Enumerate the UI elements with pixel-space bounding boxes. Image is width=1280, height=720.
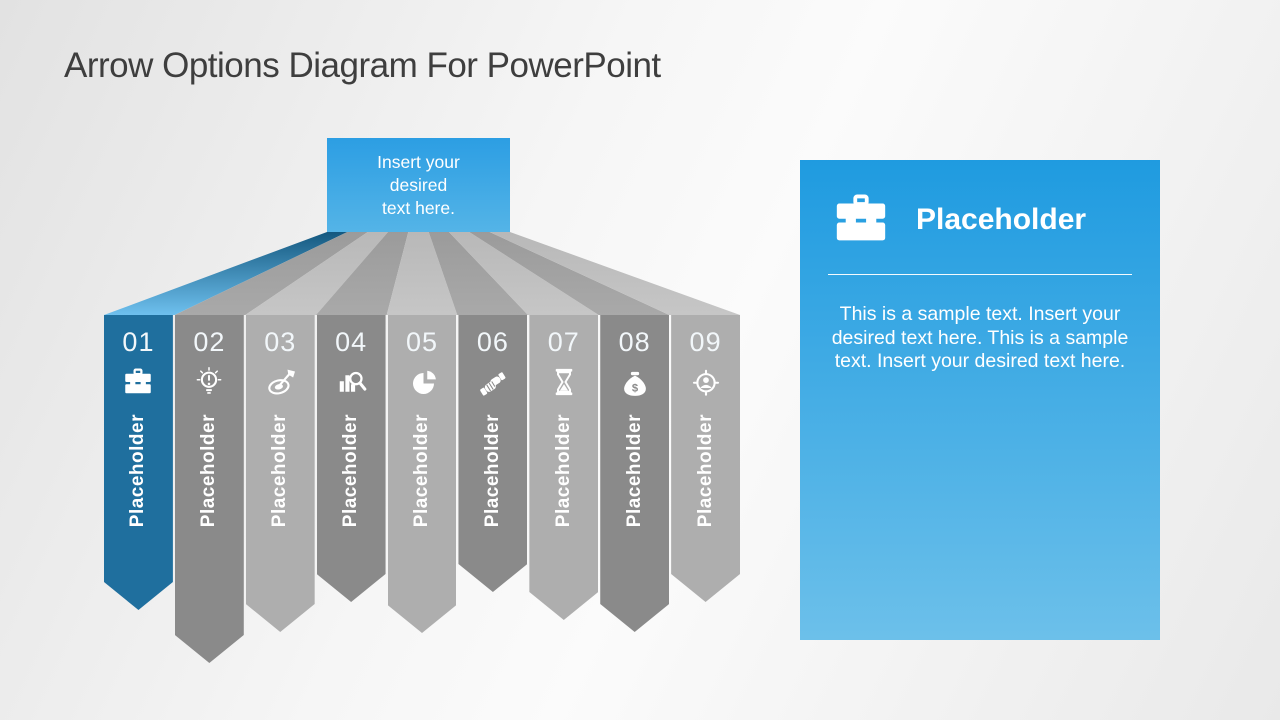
arrow-column-3: 03 Placeholder [246, 315, 315, 632]
column-label: Placeholder [198, 414, 220, 528]
column-number: 05 [405, 327, 439, 357]
hourglass-icon [546, 364, 582, 400]
fan-ray-4 [316, 232, 409, 315]
lightbulb-alert-icon [191, 364, 227, 400]
side-panel-divider [828, 274, 1132, 275]
top-callout-line: desired [389, 174, 448, 195]
fan-ray-7 [449, 232, 599, 315]
column-label: Placeholder [552, 414, 574, 528]
column-number: 09 [689, 327, 722, 357]
top-callout-line: text here. [382, 197, 455, 218]
arrow-column-1: 01 Placeholder [104, 315, 173, 610]
handshake-icon [475, 364, 511, 400]
fan-rays [104, 232, 740, 315]
column-label: Placeholder [694, 414, 716, 528]
column-label: Placeholder [127, 414, 149, 528]
fan-ray-6 [428, 232, 528, 315]
side-panel-title: Placeholder [916, 203, 1087, 236]
column-label: Placeholder [269, 414, 291, 528]
fan-ray-3 [245, 232, 388, 315]
column-number: 07 [547, 327, 580, 357]
side-panel-body-text: This is a sample text. Insert your desir… [831, 303, 1129, 372]
fan-ray-5 [386, 232, 458, 315]
fan-ray-1 [104, 232, 348, 315]
arrow-column-8: 08 $ Placeholder [600, 315, 669, 632]
briefcase-icon [836, 194, 886, 241]
briefcase-icon [120, 364, 156, 400]
svg-text:$: $ [632, 382, 639, 394]
column-number: 08 [618, 327, 651, 357]
top-callout-line: Insert your [377, 151, 460, 172]
side-panel-header: Placeholder [800, 160, 1160, 248]
side-panel: Placeholder This is a sample text. Inser… [800, 160, 1160, 640]
arrow-columns: 01 Placeholder 02 [104, 315, 740, 663]
bar-chart-magnifier-icon [333, 364, 369, 400]
column-label: Placeholder [411, 414, 432, 528]
person-target-icon [688, 364, 724, 400]
arrow-column-7: 07 Placeholder [529, 315, 598, 620]
pie-chart-icon [404, 364, 440, 400]
column-label: Placeholder [340, 414, 362, 528]
column-number: 06 [476, 327, 509, 357]
top-callout-box: Insert your desired text here. [327, 138, 510, 232]
fan-ray-9 [489, 232, 740, 315]
arrow-column-9: 09 Placeholder [671, 315, 740, 602]
fan-ray-2 [174, 232, 368, 315]
arrow-column-6: 06 Placeholder [458, 315, 527, 592]
slide-title: Arrow Options Diagram For PowerPoint [64, 46, 661, 85]
column-label: Placeholder [623, 414, 645, 528]
column-number: 01 [122, 327, 155, 357]
dart-target-icon [262, 364, 298, 400]
arrow-column-2: 02 Placeholder [175, 315, 244, 663]
column-number: 04 [335, 327, 368, 357]
column-number: 02 [193, 327, 226, 357]
arrow-column-4: 04 Placeholder [317, 315, 386, 602]
money-bag-icon: $ [617, 364, 653, 400]
column-number: 03 [264, 327, 297, 357]
column-label: Placeholder [481, 414, 503, 528]
arrow-column-5: 05 Placeholder [388, 315, 457, 633]
fan-ray-8 [469, 232, 670, 315]
